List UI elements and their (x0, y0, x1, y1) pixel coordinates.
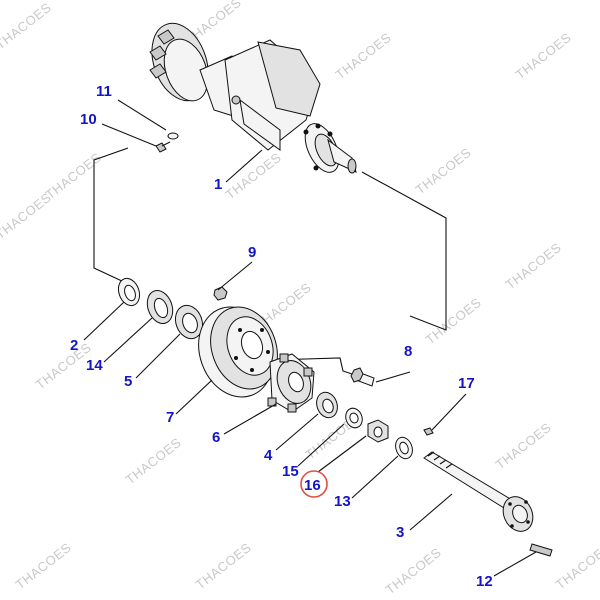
callout-9: 9 (248, 244, 256, 261)
part-4-bearing (316, 391, 338, 419)
part-12-stud (529, 543, 553, 557)
part-11-washer (167, 132, 179, 140)
callout-16: 16 (304, 477, 321, 494)
part-15-washer (345, 407, 363, 429)
watermark-text: THACOES (503, 240, 565, 293)
callout-7: 7 (166, 409, 174, 426)
callout-5: 5 (124, 373, 132, 390)
callout-17: 17 (458, 375, 475, 392)
part-7-drum (198, 306, 278, 398)
watermark-text: THACOES (33, 340, 95, 393)
watermark-text: THACOES (493, 420, 555, 473)
part-13-locknut (367, 419, 413, 460)
callout-15: 15 (282, 463, 299, 480)
part-1-housing (149, 22, 357, 174)
watermark-text: THACOES (413, 145, 475, 198)
callout-10: 10 (80, 111, 97, 128)
part-3-axle-shaft (423, 451, 534, 532)
highlight-circle (300, 470, 328, 498)
watermark-text: THACOES (13, 540, 75, 593)
watermark-text: THACOES (0, 190, 54, 243)
callout-12: 12 (476, 573, 493, 590)
part-6-hub (267, 353, 315, 413)
part-8-bolt (350, 367, 375, 387)
guide-line-right (361, 171, 447, 331)
watermark-text: THACOES (553, 540, 600, 593)
watermark-text: THACOES (423, 295, 485, 348)
callout-14: 14 (86, 357, 103, 374)
watermark-text: THACOES (0, 0, 54, 52)
callout-11: 11 (96, 83, 112, 100)
part-14-bearing (146, 290, 174, 324)
part-5-bearing (174, 304, 204, 340)
watermark-text: THACOES (193, 540, 255, 593)
watermark-text: THACOES (333, 30, 395, 83)
watermark-text: THACOES (123, 435, 185, 488)
callout-1: 1 (214, 176, 222, 193)
callout-2: 2 (70, 337, 78, 354)
watermark-text: THACOES (383, 545, 445, 598)
part-9-nut (213, 286, 228, 301)
callout-labels: 11 10 1 9 2 14 5 8 17 7 6 4 15 16 13 3 1… (70, 83, 493, 590)
part-10-bolt (155, 141, 171, 153)
watermark-text: THACOES (513, 30, 575, 83)
callout-6: 6 (212, 429, 220, 446)
callout-8: 8 (404, 343, 412, 360)
callout-3: 3 (396, 524, 404, 541)
guide-line-left (93, 147, 129, 283)
watermark-text: THACOES (43, 150, 105, 203)
leader-lines (83, 99, 537, 577)
part-2-seal (117, 277, 141, 307)
part-17-bolt (423, 427, 434, 436)
callout-13: 13 (334, 493, 351, 510)
callout-4: 4 (264, 447, 273, 464)
